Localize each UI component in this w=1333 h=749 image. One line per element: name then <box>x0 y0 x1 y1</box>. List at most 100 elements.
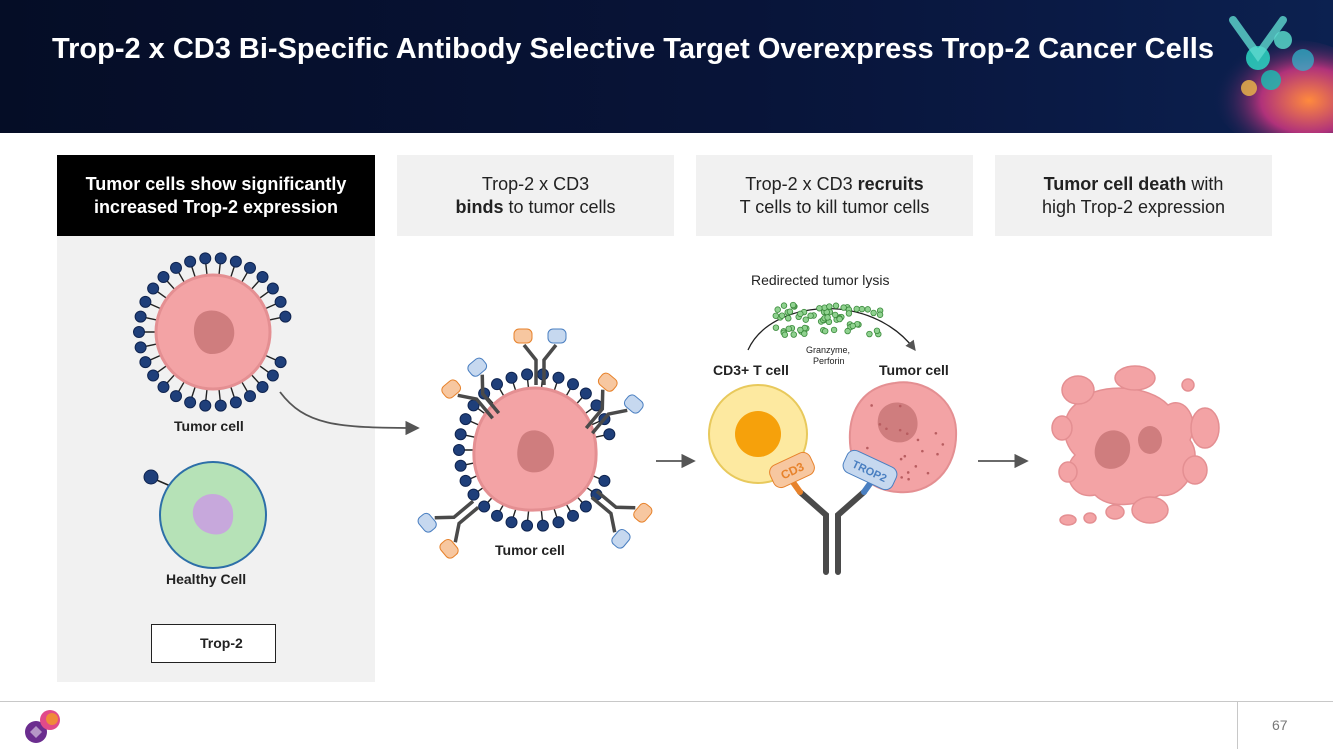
receptor-head <box>147 369 160 382</box>
receptor-head <box>214 399 227 412</box>
t-cell-icon <box>708 384 808 484</box>
receptor-head <box>579 387 592 400</box>
tumor-cell-with-antibodies-icon <box>417 328 653 559</box>
healthy-nucleus <box>192 493 234 535</box>
granzyme-dot <box>797 326 804 334</box>
granzyme-dot <box>781 331 789 338</box>
speckle <box>934 431 938 435</box>
panel-header-binds: Trop-2 x CD3 binds to tumor cells <box>397 155 674 236</box>
receptor-head <box>459 474 472 487</box>
speckle <box>907 477 910 481</box>
granzyme-dot <box>853 305 860 313</box>
speckle <box>878 423 882 426</box>
panel-header-binds-text: Trop-2 x CD3 binds to tumor cells <box>455 173 615 219</box>
granzyme-dot <box>797 310 804 318</box>
speckle <box>870 404 873 407</box>
tumor-2-nucleus <box>517 430 555 473</box>
bispecific-antibodies <box>417 328 653 559</box>
receptor-head <box>147 282 160 295</box>
receptor-head <box>157 271 170 284</box>
granzyme-dot <box>801 330 808 337</box>
receptor-head <box>244 390 256 403</box>
speckle <box>866 446 869 450</box>
receptor-head <box>521 519 534 532</box>
receptor-head <box>134 341 147 354</box>
granzyme-dot <box>772 312 779 319</box>
granzyme-dot <box>826 303 833 310</box>
antibody-icon <box>417 499 480 559</box>
granzyme-dot <box>816 305 823 312</box>
panel-header-recruits: Trop-2 x CD3 recruits T cells to kill tu… <box>696 155 973 236</box>
receptor-head <box>199 399 212 412</box>
tumor-cell-2-label: Tumor cell <box>495 542 565 558</box>
curved-arrow <box>279 391 420 436</box>
granzyme-dot <box>807 312 814 319</box>
speckle <box>903 454 907 458</box>
redirected-lysis-label: Redirected tumor lysis <box>751 272 890 288</box>
speckle <box>885 427 888 431</box>
panel-header-expression: Tumor cells show significantly increased… <box>57 155 375 236</box>
perforin-label: Perforin <box>813 356 845 366</box>
death-rest: with <box>1186 173 1224 194</box>
receptor-head <box>567 378 579 391</box>
receptor-head <box>453 444 465 456</box>
speckle <box>898 404 902 408</box>
receptor-head <box>279 310 292 323</box>
footer-separator <box>1237 702 1238 749</box>
receptor-head <box>552 371 565 384</box>
granzyme-dot <box>845 310 853 317</box>
receptor-head <box>244 261 256 274</box>
speckle <box>898 428 902 432</box>
cd3-tag: CD3 <box>769 451 815 489</box>
receptor-head <box>256 380 269 393</box>
speckle <box>921 449 924 453</box>
granzyme-dot <box>840 304 847 311</box>
granzyme-dot <box>849 322 856 330</box>
speckle <box>914 465 918 468</box>
receptor-head <box>467 488 480 501</box>
granzyme-dot <box>774 306 781 313</box>
panel-header-recruits-text: Trop-2 x CD3 recruits T cells to kill tu… <box>740 173 930 219</box>
receptor-head <box>579 500 592 513</box>
receptor-head <box>478 500 491 513</box>
receptor-head <box>157 380 170 393</box>
corner-molecule-art <box>1213 16 1333 133</box>
healthy-cell-label: Healthy Cell <box>166 571 247 587</box>
granzyme-dot <box>873 327 881 335</box>
page-number: 67 <box>1272 717 1288 733</box>
receptor-head <box>266 282 279 295</box>
receptor-head <box>170 390 182 403</box>
healthy-cell-icon <box>143 461 267 569</box>
company-logo <box>25 710 60 743</box>
receptor-head <box>139 295 152 308</box>
receptor-head <box>505 516 518 529</box>
granzyme-dot <box>789 301 797 309</box>
receptor-head <box>184 255 197 268</box>
tumor-cell-3-label: Tumor cell <box>879 362 949 378</box>
receptor-head <box>491 378 503 391</box>
granzyme-dot <box>870 309 877 317</box>
granzyme-dot <box>790 331 797 338</box>
binds-bold: binds <box>455 196 504 217</box>
tumor-cell-label: Tumor cell <box>174 418 244 434</box>
speckle <box>906 471 910 474</box>
granzyme-dot <box>866 330 873 338</box>
receptor-head <box>491 509 503 522</box>
recruits-bold: recruits <box>857 173 924 194</box>
antibody-icon <box>441 357 501 420</box>
receptor-head <box>521 368 534 381</box>
granzyme-dot <box>844 327 851 335</box>
receptor-head <box>134 310 147 323</box>
granzyme-dot <box>772 324 780 331</box>
tumor-nucleus <box>193 310 235 355</box>
death-bold: Tumor cell death <box>1043 173 1187 194</box>
speckle <box>899 457 903 461</box>
healthy-receptor-head <box>143 469 159 485</box>
antibody-icon <box>590 489 653 549</box>
dead-tumor-fragments <box>1051 365 1220 526</box>
speckle <box>936 452 939 456</box>
receptor-head <box>184 396 197 409</box>
receptor-head <box>505 371 518 384</box>
binds-rest: to tumor cells <box>503 196 616 217</box>
panel-header-death-text: Tumor cell death with high Trop-2 expres… <box>1042 173 1225 219</box>
